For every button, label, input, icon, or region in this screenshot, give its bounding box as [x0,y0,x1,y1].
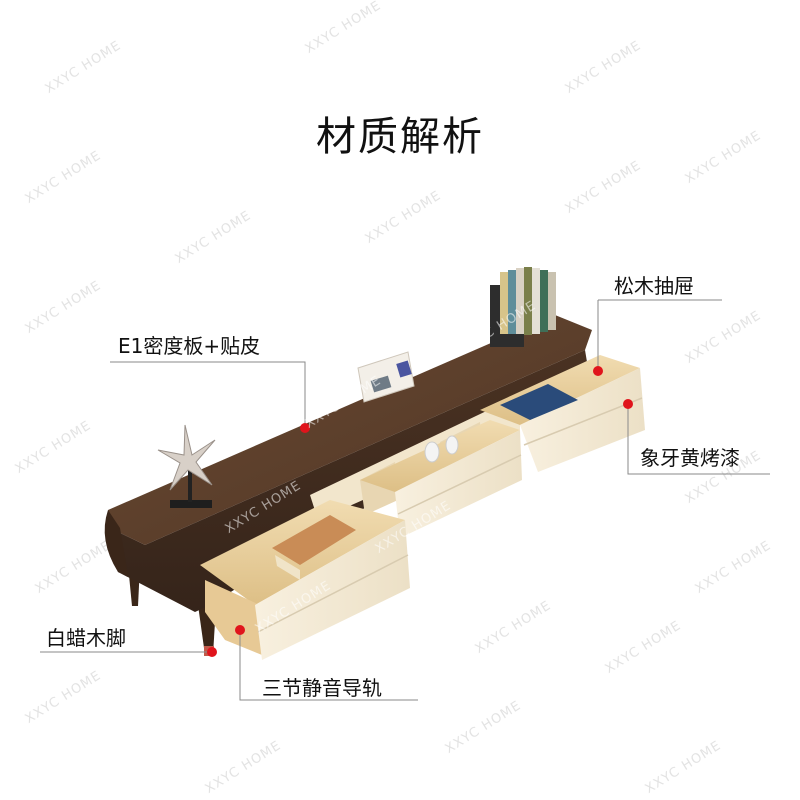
callout-label-rails: 三节静音导轨 [262,676,382,700]
drawer-box [360,420,520,492]
page-title: 材质解析 [316,114,484,160]
marker-dot [593,366,603,376]
bottle [424,441,440,463]
callout-label-pine-drawer: 松木抽屉 [614,274,694,298]
callout-line-rails [239,630,418,701]
callout-label-lacquer: 象牙黄烤漆 [640,446,740,470]
callout-line-lacquer [627,404,770,475]
books-stack [272,515,356,565]
marker-dot [623,399,633,409]
drawer-left [200,500,410,660]
callout-label-legs: 白蜡木脚 [46,626,126,650]
books-upright [490,267,556,347]
marker-dot [207,647,217,657]
marker-dot [235,625,245,635]
blue-book [500,384,578,420]
bottle [445,435,459,455]
drawer-side [205,580,262,655]
starfish-decor [157,424,216,508]
cabinet-left-end [104,510,128,576]
drawer-front-lacquer [520,368,645,472]
callout-markers [207,366,633,657]
photo-frame [357,351,415,403]
drawer-front-lacquer [255,520,410,660]
callout-label-panel: E1密度板+贴皮 [118,334,261,358]
cabinet-top [108,315,592,545]
books-stack [275,555,300,580]
drawer-middle [360,420,522,538]
marker-dot [300,423,310,433]
drawer-front-lacquer [395,430,522,538]
callout-line-panel [110,361,306,428]
